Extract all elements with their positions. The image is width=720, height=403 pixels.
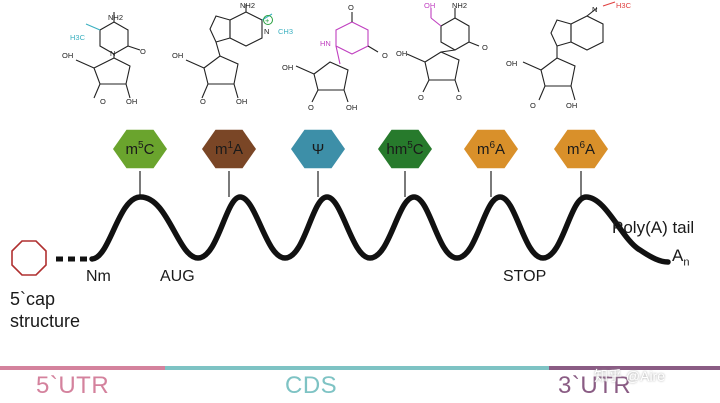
- atom-label: N: [264, 27, 269, 36]
- atom-label: NH2: [452, 1, 467, 10]
- chemical-atom-labels: NH2 H3C O N OH O OH NH2 N CH3 + OH O OH …: [62, 1, 632, 112]
- atom-label: N: [592, 5, 597, 14]
- cds-label: CDS: [285, 372, 338, 399]
- atom-label: CH3: [278, 27, 293, 36]
- m6a-structure: [522, 1, 616, 101]
- atom-label: OH: [566, 101, 577, 110]
- hexagon-m6A_1: m6A: [464, 129, 518, 169]
- hexagon-label: Ψ: [312, 141, 325, 158]
- hexagon-shape: [464, 129, 518, 169]
- atom-label: OH: [172, 51, 183, 60]
- hexagon-m5C: m5C: [113, 129, 167, 169]
- atom-label: O: [482, 43, 488, 52]
- hexagon-shape: [202, 129, 256, 169]
- hexagon-psi: Ψ: [291, 129, 345, 169]
- psi-structure: [295, 12, 379, 103]
- hexagon-label: m6A: [477, 140, 505, 158]
- chemical-structures: [75, 1, 616, 103]
- atom-label: OH: [424, 1, 435, 10]
- utr3-bar: [549, 366, 720, 370]
- atom-label: HN: [320, 39, 331, 48]
- atom-label: N: [110, 49, 115, 58]
- cap-label-line2: structure: [10, 311, 81, 331]
- atom-label: NH2: [108, 13, 123, 22]
- atom-label: OH: [236, 97, 247, 106]
- atom-label: +: [265, 16, 270, 25]
- mrna-strand: [89, 194, 671, 265]
- cds-bar: [165, 366, 549, 370]
- hexagon-shape: [291, 129, 345, 169]
- utr5-label: 5`UTR: [36, 372, 110, 399]
- hexagon-shape: [554, 129, 608, 169]
- hexagon-label: m5C: [126, 140, 155, 158]
- atom-label: O: [140, 47, 146, 56]
- cap-structure-label: 5`cap structure: [10, 288, 80, 332]
- atom-label: O: [418, 93, 424, 102]
- m1a-structure: [185, 4, 273, 99]
- atom-label: OH: [506, 59, 517, 68]
- cap-label-line1: 5`cap: [10, 289, 56, 309]
- charge-icon: [263, 15, 273, 25]
- hexagon-label: m1A: [215, 140, 243, 158]
- hexagon-shape: [378, 129, 432, 169]
- hexagon-label: hm5C: [386, 140, 423, 158]
- atom-label: OH: [396, 49, 407, 58]
- atom-label: O: [308, 103, 314, 112]
- hexagon-shape: [113, 129, 167, 169]
- atom-label: H3C: [616, 1, 632, 10]
- hexagon-stems: [139, 171, 582, 197]
- atom-label: O: [382, 51, 388, 60]
- hexagon-hm5C: hm5C: [378, 129, 432, 169]
- hm5c-structure: [406, 8, 480, 93]
- atom-label: O: [200, 97, 206, 106]
- atom-label: OH: [346, 103, 357, 112]
- an-label: An: [672, 246, 689, 268]
- atom-label: O: [100, 97, 106, 106]
- stop-label: STOP: [503, 268, 547, 285]
- atom-label: OH: [62, 51, 73, 60]
- hexagon-m6A_2: m6A: [554, 129, 608, 169]
- atom-label: H3C: [70, 33, 86, 42]
- m5c-structure: [75, 12, 141, 99]
- hexagon-m1A: m1A: [202, 129, 256, 169]
- cap-octagon-icon: [11, 240, 47, 276]
- watermark: 知乎 @Aire: [594, 368, 665, 384]
- hexagon-label: m6A: [567, 140, 595, 158]
- polya-tail-label: Poly(A) tail: [612, 218, 695, 237]
- an-base: A: [672, 246, 684, 265]
- atom-label: O: [348, 3, 354, 12]
- an-subscript: n: [683, 256, 690, 269]
- atom-label: OH: [126, 97, 137, 106]
- atom-label: NH2: [240, 1, 255, 10]
- utr3-label: 3`UTR: [558, 372, 632, 399]
- atom-label: OH: [282, 63, 293, 72]
- utr5-bar: [0, 366, 165, 370]
- aug-label: AUG: [160, 268, 195, 285]
- nm-label: Nm: [86, 268, 111, 285]
- atom-label: O: [530, 101, 536, 110]
- atom-label: O: [456, 93, 462, 102]
